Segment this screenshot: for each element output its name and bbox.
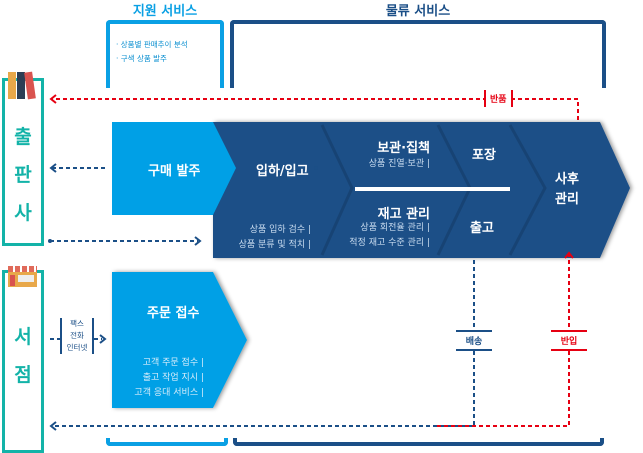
storage-title: 보관·집책	[377, 141, 430, 156]
dot	[48, 239, 52, 243]
books-icon	[8, 71, 38, 100]
storage-details: 상품 진열·보관 |	[368, 159, 430, 169]
arrow-head-icon	[564, 251, 574, 259]
arrow-head-icon	[49, 94, 57, 104]
support-service-title: 지원 서비스	[132, 4, 198, 19]
support-service-items: · 상품별 판매추이 분석 · 구색 상품 발주	[116, 38, 188, 66]
support-bottom-bracket	[106, 438, 228, 446]
delivery-label: 배송	[456, 330, 492, 351]
chevron-divider	[320, 124, 354, 256]
support-service-bracket	[106, 20, 224, 88]
purchase-order-title: 구매 발주	[148, 164, 201, 179]
inventory-title: 재고 관리	[377, 207, 430, 222]
arrow-head-icon	[194, 236, 202, 246]
order-receipt-block	[112, 272, 247, 408]
storage-inventory-divider	[355, 187, 510, 191]
channel-fax: 팩스	[70, 319, 84, 328]
return-flow-line	[52, 98, 579, 120]
support-item: · 구색 상품 발주	[116, 54, 167, 63]
dot	[314, 166, 318, 170]
logistics-bottom-bracket	[233, 438, 604, 446]
shop-icon	[8, 266, 37, 287]
packing-title: 포장	[472, 148, 496, 163]
shipping-title: 출고	[470, 221, 494, 236]
inventory-details: 상품 회전율 관리 |적정 재고 수준 관리 |	[349, 223, 430, 248]
chevron-divider	[508, 124, 547, 256]
order-channels: 팩스 전화 인터넷	[60, 318, 94, 354]
order-receipt-details: 고객 주문 접수 |출고 작업 지시 |고객 응대 서비스 |	[134, 358, 204, 398]
channel-internet: 인터넷	[66, 343, 88, 352]
return-in-label: 반입	[551, 330, 587, 351]
receiving-title: 입하/입고	[256, 164, 309, 179]
logistics-service-bracket	[230, 20, 606, 88]
return-label: 반품	[484, 90, 513, 107]
purchase-order-block	[112, 122, 236, 215]
arrow-head-icon	[49, 421, 57, 431]
support-item: · 상품별 판매추이 분석	[116, 40, 188, 49]
channel-phone: 전화	[70, 331, 84, 340]
return-in-flow-line	[437, 254, 570, 427]
order-receipt-title: 주문 접수	[147, 306, 200, 321]
arrow-head-icon	[99, 334, 107, 344]
arrow-head-icon	[49, 163, 57, 173]
receiving-details: 상품 입하 검수 |상품 분류 및 적치 |	[238, 225, 311, 250]
logistics-service-title: 물류 서비스	[385, 4, 451, 19]
